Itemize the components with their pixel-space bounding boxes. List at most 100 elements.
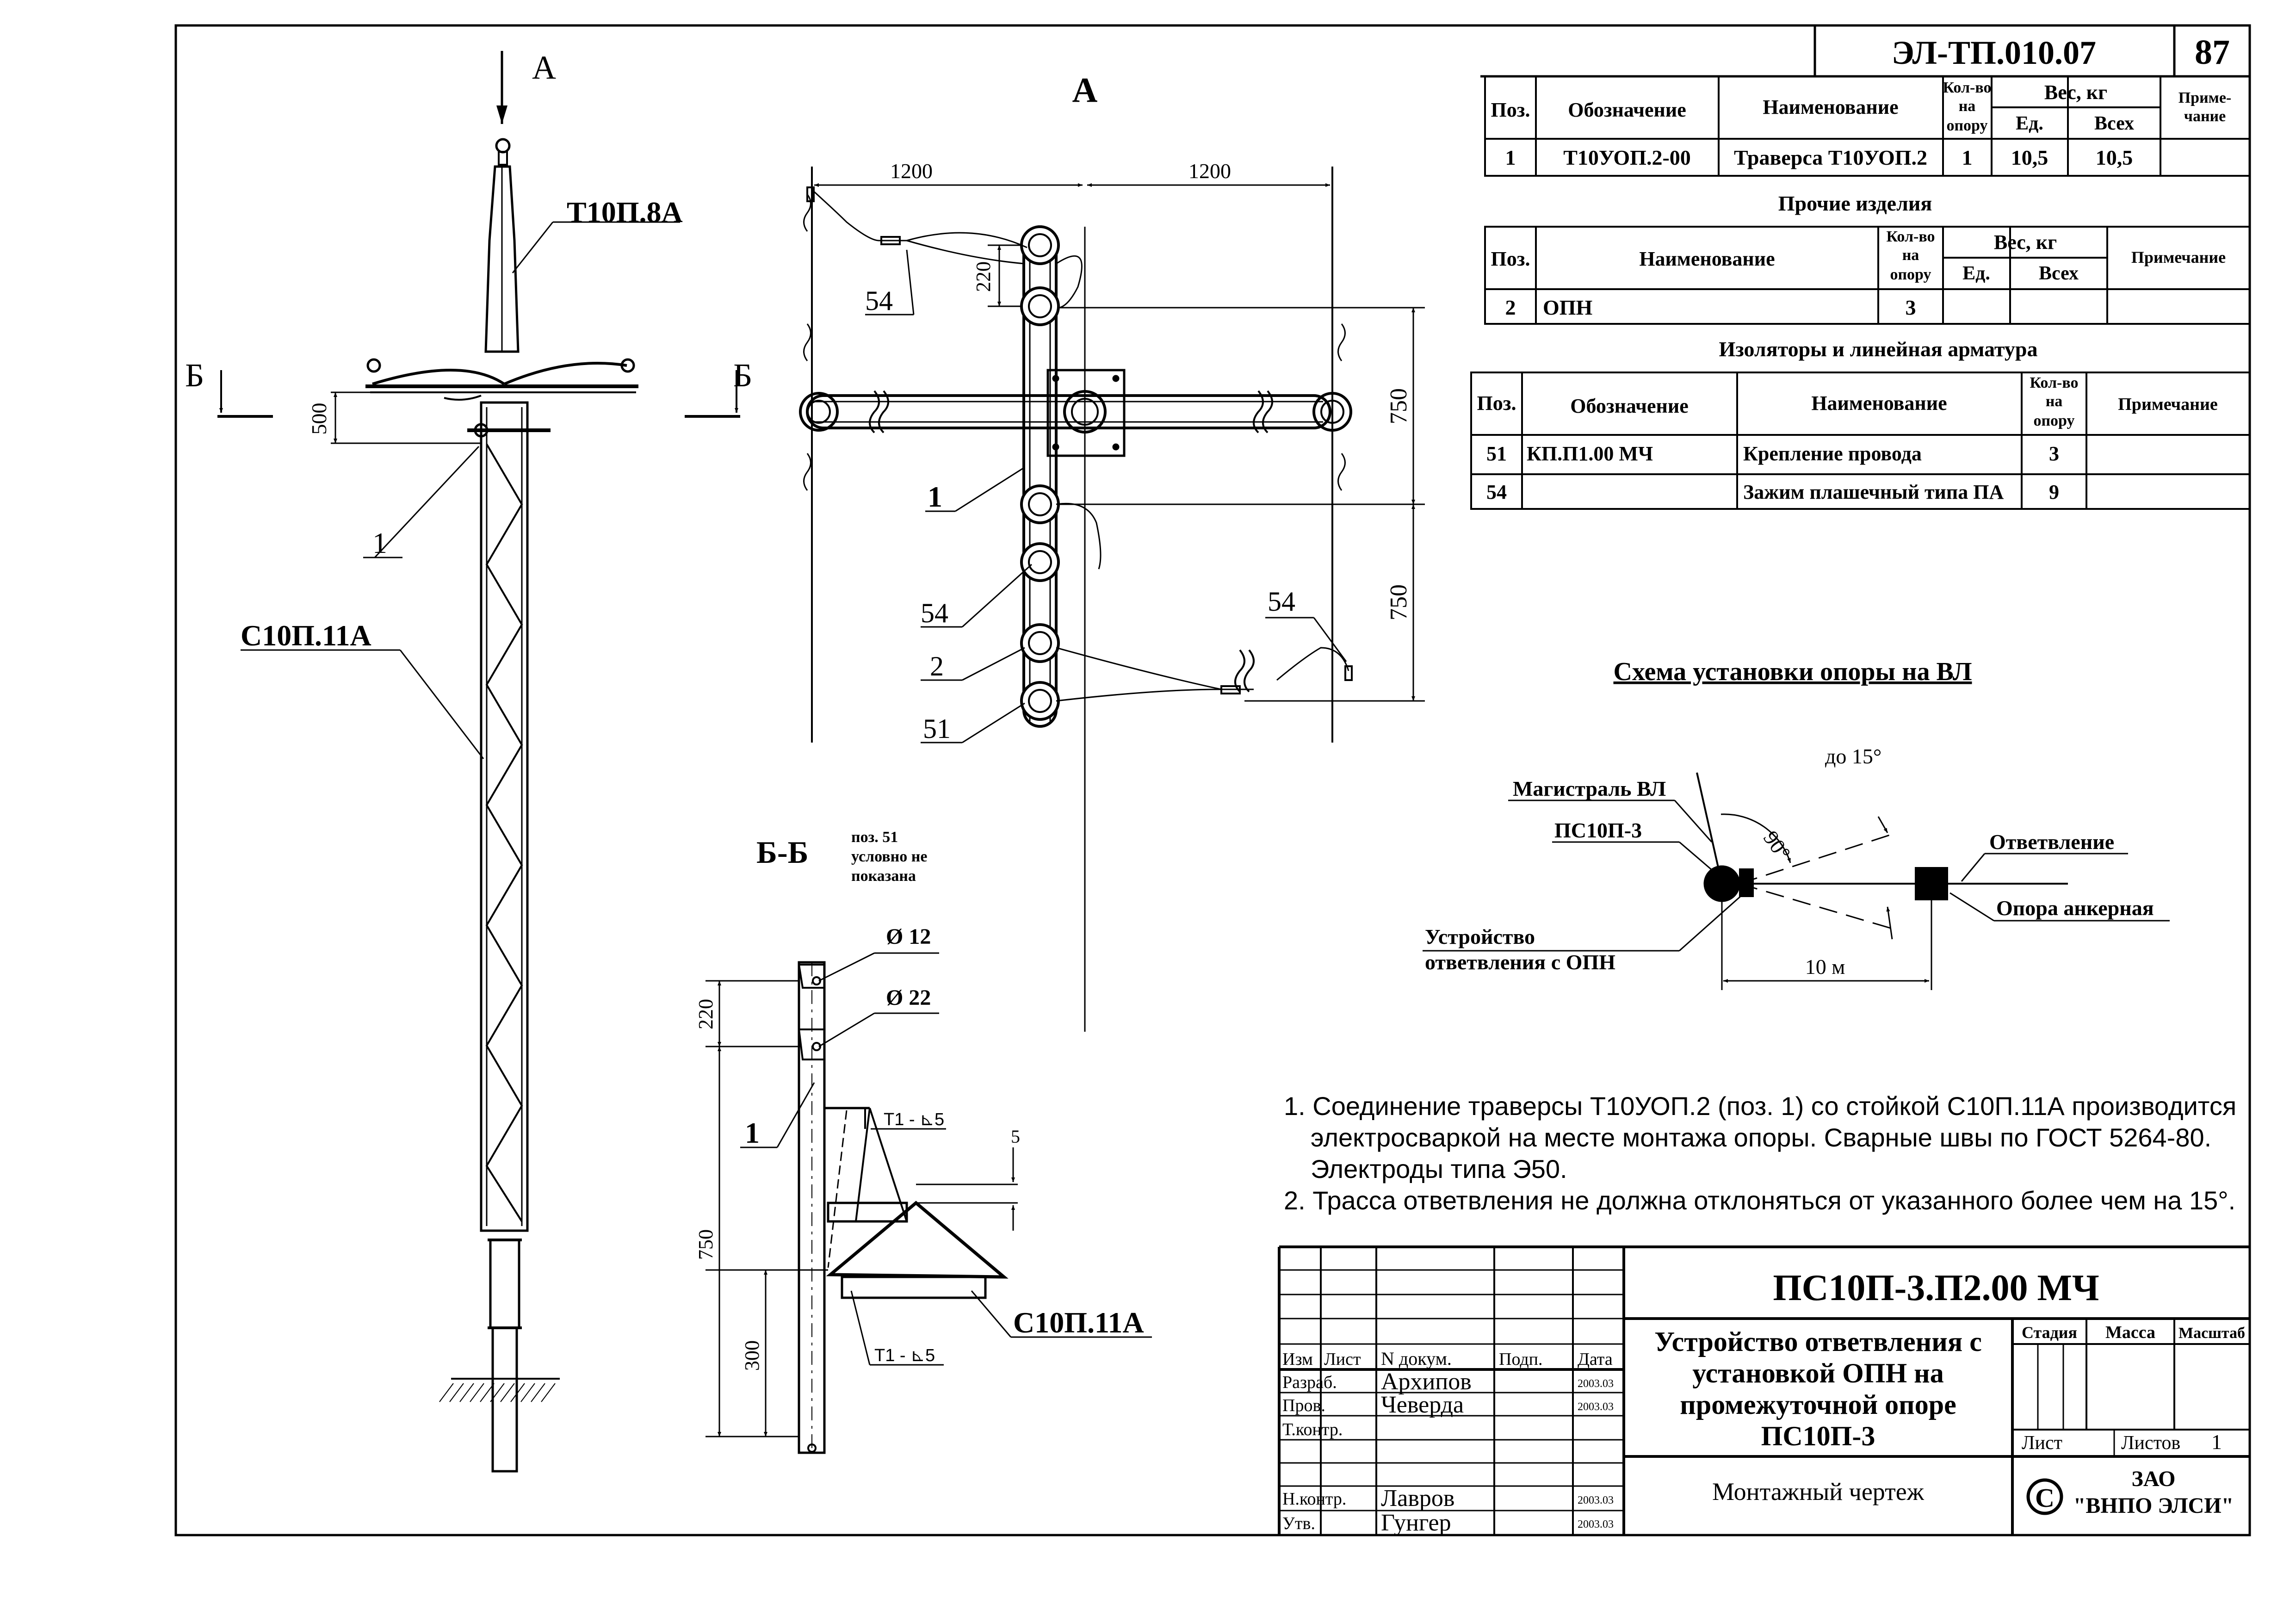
scheme-main-line: Магистраль ВЛ <box>1513 777 1666 800</box>
section-mark-right: Б <box>733 357 752 394</box>
tb-col-izm: Изм <box>1282 1350 1313 1369</box>
tb-col-list: Лист <box>1324 1350 1361 1369</box>
ins-r1-name: Крепление провода <box>1743 442 1922 465</box>
scheme-title: Схема установки опоры на ВЛ <box>1614 657 1972 686</box>
ins-r2-pos: 54 <box>1486 481 1507 503</box>
sheet-frame <box>174 24 2251 1536</box>
ins-h-name: Наименование <box>1811 392 1947 415</box>
note-line-4: 2. Трасса ответвления не должна отклонят… <box>1284 1186 2235 1215</box>
page-number: 87 <box>2195 33 2230 72</box>
doc-code: ЭЛ-ТП.010.07 <box>1892 34 2096 71</box>
other-h-qty-3: опору <box>1890 266 1931 283</box>
tb-name-1: Архипов <box>1381 1369 1472 1395</box>
doc-code-box <box>1480 25 2250 78</box>
main-h-note-2: чание <box>2184 108 2226 125</box>
pole-label-traverse: 1 <box>372 527 387 559</box>
title-block-sheet: Лист <box>2022 1432 2062 1454</box>
note-line-2: электросваркой на месте монтажа опоры. С… <box>1311 1123 2211 1152</box>
tb-date-1: 2003.03 <box>1578 1378 1614 1390</box>
section-bb-dia-22: Ø 22 <box>886 985 931 1010</box>
ins-h-note: Примечание <box>2118 395 2217 414</box>
view-a <box>799 167 1425 1032</box>
main-r1-designation: Т10УОП.2-00 <box>1563 146 1691 169</box>
tb-col-ndoc: N докум. <box>1381 1348 1452 1369</box>
view-a-pos-54-mid: 54 <box>921 598 948 628</box>
tb-role-3: Т.контр. <box>1282 1420 1343 1439</box>
pole-dim-500: 500 <box>307 403 331 435</box>
tb-role-4: Н.контр. <box>1282 1489 1346 1509</box>
scheme-branch: Ответвление <box>1989 830 2114 854</box>
section-bb-dia-12: Ø 12 <box>886 924 931 949</box>
tb-date-5: 2003.03 <box>1578 1518 1614 1530</box>
tb-role-2: Пров. <box>1282 1396 1325 1415</box>
section-bb-title: Б-Б <box>756 835 809 870</box>
title-block-title-1: Устройство ответвления с <box>1654 1326 1982 1357</box>
section-bb-weld-top: Т1 - ⊾5 <box>884 1110 944 1129</box>
insulators-table <box>1470 372 2251 510</box>
main-h-pos: Поз. <box>1491 99 1530 121</box>
other-r1-qty: 3 <box>1906 296 1916 319</box>
ins-r1-pos: 51 <box>1486 442 1507 465</box>
main-h-qty-1: Кол-во <box>1943 79 1991 96</box>
view-a-dim-220: 220 <box>972 261 995 292</box>
title-block <box>1278 1245 2250 1535</box>
view-a-title: А <box>1072 71 1098 110</box>
tb-date-4: 2003.03 <box>1578 1494 1614 1506</box>
ins-r2-name: Зажим плашечный типа ПА <box>1743 481 2004 503</box>
main-r1-unit: 10,5 <box>2011 146 2048 169</box>
copyright-icon: C <box>2026 1478 2063 1515</box>
main-r1-total: 10,5 <box>2096 146 2133 169</box>
main-h-designation: Обозначение <box>1568 99 1686 121</box>
tb-name-4: Лавров <box>1381 1485 1454 1511</box>
scheme-anchor-pole: Опора анкерная <box>1996 896 2154 920</box>
title-block-scale: Масштаб <box>2178 1325 2245 1342</box>
pole-elevation <box>217 51 740 1473</box>
view-a-dim-750-bottom: 750 <box>1386 584 1412 620</box>
pole-view-arrow-label: А <box>532 49 556 86</box>
section-bb-dim-750: 750 <box>694 1229 717 1260</box>
main-h-total: Всех <box>2094 113 2134 134</box>
ins-h-qty-1: Кол-во <box>2030 374 2078 391</box>
section-bb-note-1: поз. 51 <box>851 829 898 846</box>
main-r1-qty: 1 <box>1962 146 1973 169</box>
scheme-angle-90: 90° <box>1759 826 1795 864</box>
scheme-device-2: ответвления с ОПН <box>1425 950 1615 974</box>
tb-date-2: 2003.03 <box>1578 1401 1614 1413</box>
view-a-pos-2: 2 <box>930 651 944 681</box>
ins-h-qty-3: опору <box>2033 412 2074 429</box>
view-a-dim-right: 1200 <box>1188 159 1231 183</box>
ins-h-qty-2: на <box>2046 393 2063 410</box>
pole-label-post: С10П.11А <box>241 619 371 652</box>
section-bb-weld-bottom: Т1 - ⊾5 <box>874 1346 935 1365</box>
main-r1-pos: 1 <box>1505 146 1516 169</box>
section-bb-dim-300: 300 <box>741 1340 763 1371</box>
section-bb-pos-1: 1 <box>745 1116 760 1149</box>
installation-scheme <box>1423 772 2170 990</box>
other-h-note: Примечание <box>2131 248 2226 266</box>
view-a-pos-54-top: 54 <box>865 285 893 316</box>
title-block-title-4: ПС10П-3 <box>1761 1421 1875 1451</box>
tb-role-1: Разраб. <box>1282 1373 1337 1392</box>
ins-h-pos: Поз. <box>1477 392 1516 415</box>
ins-r1-designation: КП.П1.00 МЧ <box>1527 442 1653 465</box>
tb-name-5: Гунгер <box>1381 1510 1451 1536</box>
note-line-3: Электроды типа Э50. <box>1311 1154 1567 1183</box>
main-h-weight: Вес, кг <box>2044 81 2107 104</box>
other-h-total: Всех <box>2039 263 2079 284</box>
pole-label-top: Т10П.8А <box>567 196 683 229</box>
main-spec-table <box>1484 75 2251 177</box>
tb-col-podp: Подп. <box>1499 1350 1543 1369</box>
title-block-doc-type: Монтажный чертеж <box>1712 1478 1925 1505</box>
other-h-pos: Поз. <box>1491 248 1530 270</box>
title-block-company-2: "ВНПО ЭЛСИ" <box>2073 1493 2234 1518</box>
title-block-code: ПС10П-3.П2.00 МЧ <box>1773 1268 2099 1308</box>
other-r1-name: ОПН <box>1543 296 1593 319</box>
section-bb-post-label: С10П.11А <box>1013 1306 1144 1339</box>
ins-r1-qty: 3 <box>2049 442 2059 465</box>
title-block-title-3: промежуточной опоре <box>1680 1389 1956 1420</box>
other-h-qty-2: на <box>1902 247 1919 264</box>
title-block-company-1: ЗАО <box>2132 1467 2176 1491</box>
view-a-pos-54-right: 54 <box>1268 586 1295 617</box>
ins-h-designation: Обозначение <box>1570 395 1689 417</box>
